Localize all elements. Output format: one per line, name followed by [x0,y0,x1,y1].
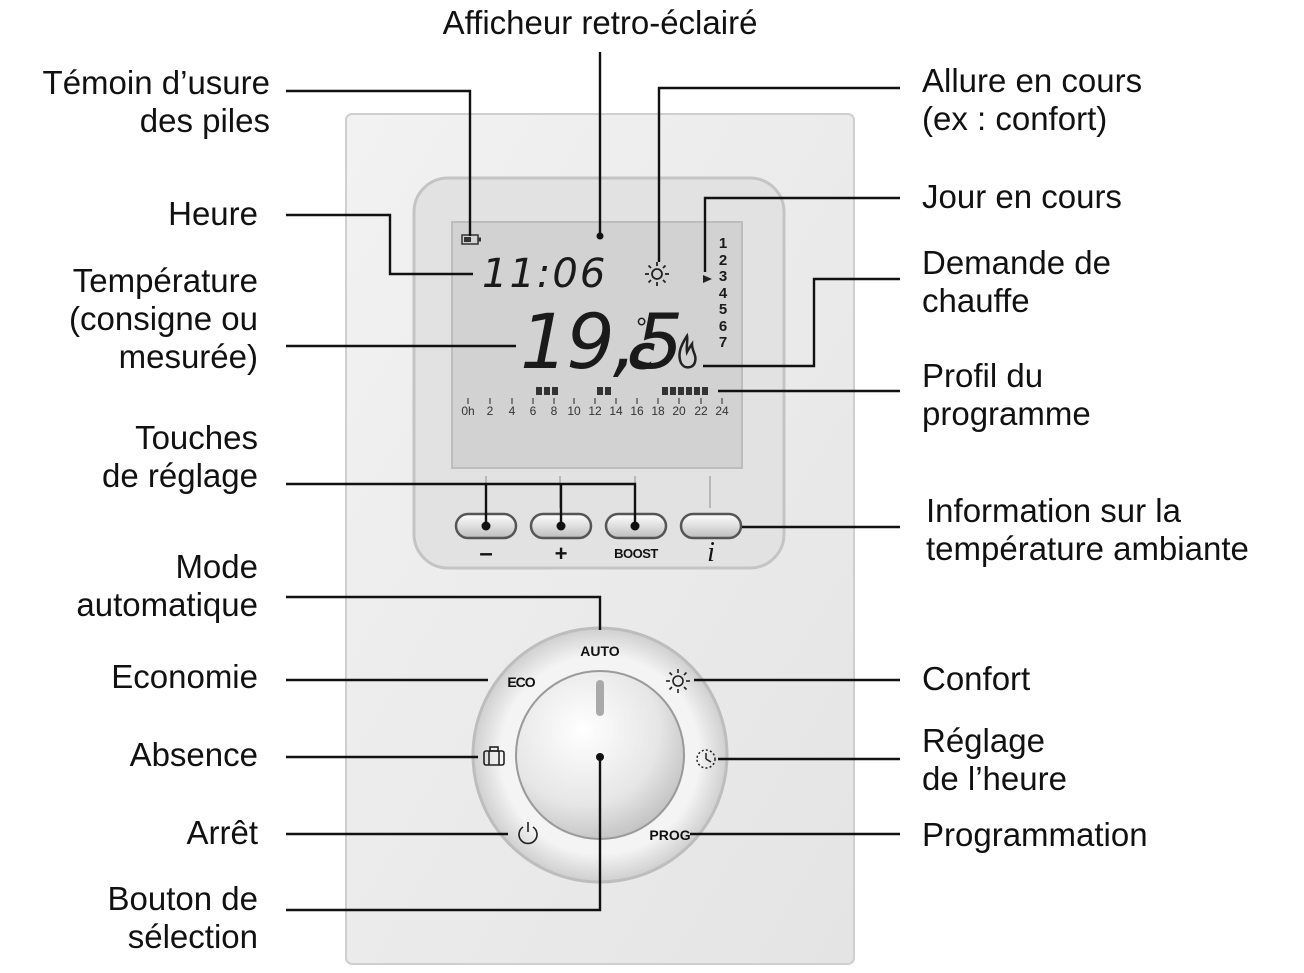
day-number: 6 [718,317,728,335]
timeline-hour-label: 2 [486,404,494,418]
timeline-hour-label: 0h [461,404,475,418]
label-line: des piles [139,102,270,139]
timeline-hour-label: 14 [609,404,623,418]
label-line: chauffe [922,282,1030,319]
label-line: Profil du [922,357,1044,394]
timeline-hour-label: 8 [550,404,558,418]
dial-auto-label: AUTO [580,643,620,659]
timeline-hour-label: 20 [672,404,686,418]
timeline-hour-label: 12 [588,404,602,418]
label-line: Economie [111,658,258,695]
label-line: Absence [129,736,258,773]
label-economy: Economie [111,658,258,696]
dial-clock-icon [696,749,716,769]
label-current-day: Jour en cours [922,178,1122,216]
timeline-hour-label: 22 [694,404,708,418]
flame-icon [678,332,697,369]
leader-lines [286,52,900,912]
label-line: Mode [175,548,258,585]
dial-comfort-sun-icon [666,669,690,693]
label-line: Demande de [922,244,1111,281]
day-number: 5 [718,301,728,318]
dial-prog-label: PROG [649,827,691,843]
dial-eco-label: ECO [507,674,535,690]
label-line: automatique [76,586,258,623]
timeline-hour-label: 24 [715,404,729,418]
timeline-hour-label: 6 [529,404,537,418]
lcd-time: 11:06 [482,251,608,297]
current-day-arrow-icon [703,275,712,283]
lcd-degree: ° [636,312,648,343]
day-number: 2 [718,251,728,269]
info-button[interactable] [679,512,743,540]
timeline-hour-label: 10 [567,404,581,418]
label-line: Température [72,262,258,299]
label-line: Heure [168,195,258,232]
day-number: 7 [718,334,728,351]
lcd-temperature: 19,5 [520,297,683,386]
label-absence: Absence [130,736,258,774]
lcd-unit: c [628,326,656,380]
label-comfort: Confort [922,660,1030,698]
plus-button-label: + [554,541,568,566]
info-button-label: i [707,537,715,568]
comfort-sun-icon [645,262,669,286]
label-line: Allure en cours [922,62,1143,99]
timeline-hour-label: 16 [630,404,644,418]
program-profile-bars [536,387,708,395]
label-line: Touches [135,419,258,456]
label-off: Arrêt [186,814,258,852]
label-line: sélection [127,918,258,955]
knob-indicator [596,680,604,716]
label-line: (consigne ou [69,300,258,337]
label-line: programme [922,395,1091,432]
label-line: Arrêt [186,814,258,851]
label-current-mode: Allure en cours(ex : confort) [922,62,1142,138]
label-backlit-display: Afficheur retro-éclairé [442,4,758,41]
label-line: Réglage [922,722,1045,759]
dial-power-icon [518,822,538,845]
minus-button-label: – [479,540,493,567]
label-line: de réglage [102,457,258,494]
timeline-hour-label: 18 [651,404,665,418]
label-line: Confort [922,660,1031,697]
label-programming: Programmation [922,816,1148,854]
label-line: Bouton de [107,880,258,917]
label-line: (ex : confort) [922,100,1108,137]
day-number: 3 [718,268,728,285]
label-line: mesurée) [118,338,258,375]
label-line: Information sur la [926,492,1181,529]
dial-suitcase-icon [483,746,505,766]
label-line: température ambiante [926,530,1249,567]
label-line: Jour en cours [922,178,1122,215]
label-line: Programmation [922,816,1148,853]
day-number: 4 [718,284,728,302]
label-time: Heure [168,195,258,233]
leader-dots [481,232,640,531]
label-line: Témoin d’usure [42,64,270,101]
boost-button-label: BOOST [614,546,658,561]
timeline-ticks [467,398,723,404]
timeline-hour-label: 4 [508,404,516,418]
label-line: de l’heure [922,760,1067,797]
day-number: 1 [718,235,728,252]
